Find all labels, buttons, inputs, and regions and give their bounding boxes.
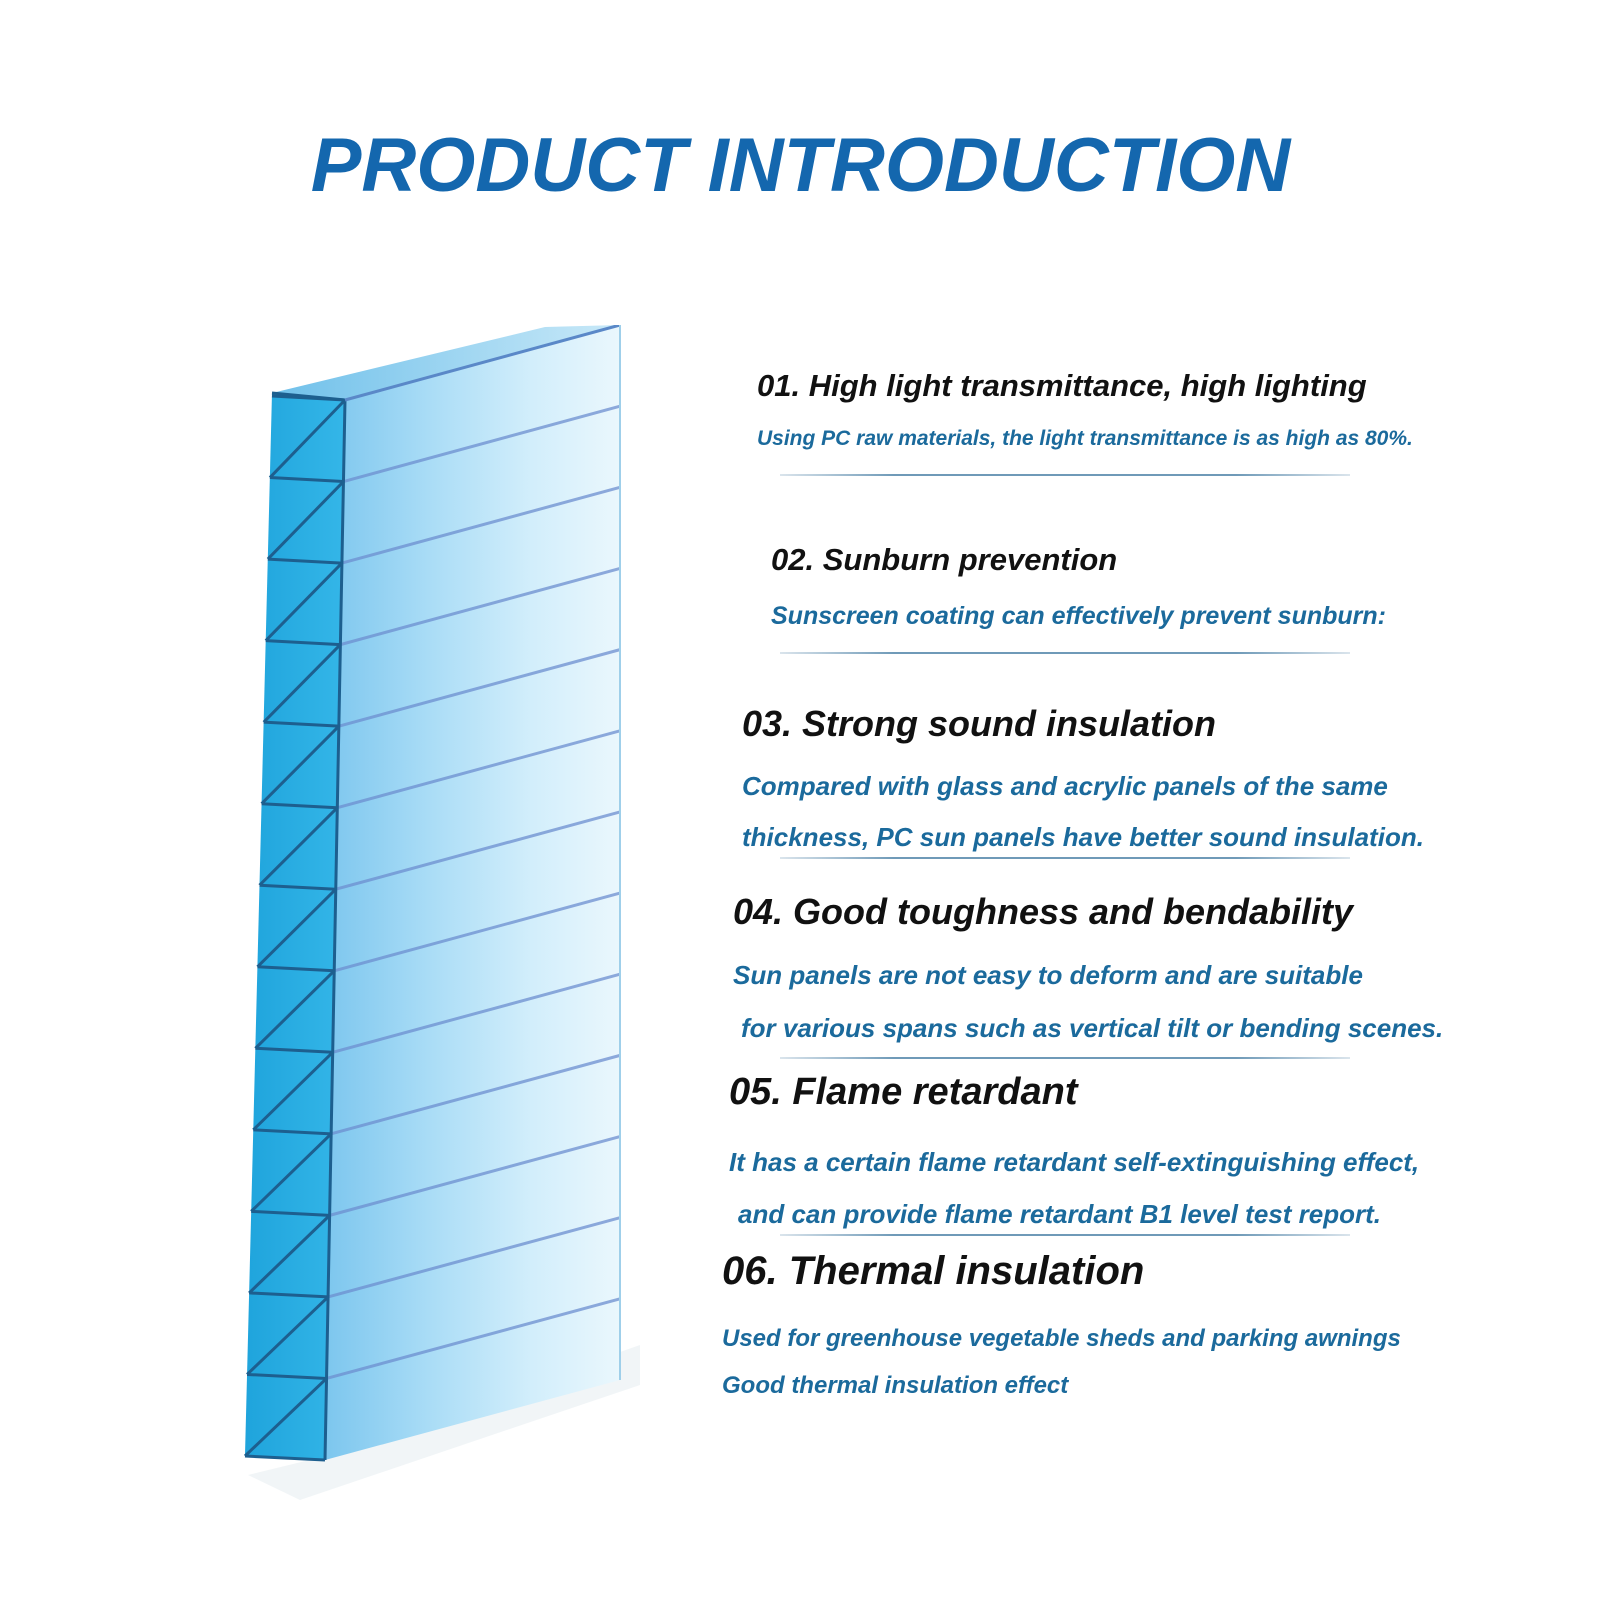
- sheet-cell-diagonal: [262, 643, 342, 724]
- feature-item-3: 03. Strong sound insulation Compared wit…: [742, 703, 1424, 851]
- sheet-cell-wall: [249, 1291, 329, 1299]
- feature-item-4: 04. Good toughness and bendability Sun p…: [733, 891, 1443, 1042]
- page-title: PRODUCT INTRODUCTION: [310, 123, 1291, 208]
- sheet-cell-diagonal: [252, 1051, 334, 1131]
- polycarbonate-sheet-image: [243, 325, 640, 1500]
- feature-description: Sunscreen coating can effectively preven…: [771, 602, 1386, 630]
- sheet-cell-wall: [263, 720, 339, 728]
- sheet-rib-line: [339, 567, 621, 647]
- sheet-cell-diagonal: [264, 562, 343, 642]
- feature-description: Good thermal insulation effect: [722, 1372, 1069, 1399]
- sheet-cell-wall: [261, 802, 338, 810]
- feature-heading: 06. Thermal insulation: [722, 1249, 1145, 1293]
- feature-description: for various spans such as vertical tilt …: [741, 1013, 1444, 1043]
- sheet-rib-line: [326, 1297, 621, 1380]
- sheet-rib-line: [335, 810, 621, 891]
- divider: [780, 652, 1350, 654]
- feature-description: Sun panels are not easy to deform and ar…: [733, 960, 1363, 990]
- sheet-cell-wall: [269, 476, 344, 484]
- feature-item-1: 01. High light transmittance, high light…: [757, 368, 1413, 449]
- sheet-rib-line: [330, 1053, 621, 1136]
- sheet-cell-wall: [267, 557, 343, 565]
- sheet-rib-line: [329, 1135, 621, 1217]
- sheet-cell-diagonal: [268, 398, 347, 479]
- feature-description: thickness, PC sun panels have better sou…: [742, 822, 1424, 852]
- feature-heading: 04. Good toughness and bendability: [733, 891, 1354, 932]
- sheet-cell-wall: [247, 1372, 327, 1380]
- feature-item-6: 06. Thermal insulation Used for greenhou…: [722, 1249, 1401, 1398]
- feature-item-2: 02. Sunburn prevention Sunscreen coating…: [771, 542, 1386, 629]
- feature-heading: 02. Sunburn prevention: [771, 542, 1118, 577]
- sheet-cell-wall: [259, 883, 336, 891]
- sheet-rib-line: [327, 1216, 621, 1299]
- feature-description: Using PC raw materials, the light transm…: [757, 427, 1413, 450]
- sheet-cell-diagonal: [254, 969, 336, 1050]
- feature-description: It has a certain flame retardant self-ex…: [729, 1147, 1420, 1177]
- feature-description: and can provide flame retardant B1 level…: [738, 1199, 1381, 1229]
- divider: [780, 1057, 1350, 1059]
- sheet-cell-diagonal: [256, 888, 337, 968]
- sheet-cell-wall: [253, 1128, 332, 1136]
- sheet-rib-line: [343, 404, 621, 483]
- feature-description: Used for greenhouse vegetable sheds and …: [722, 1325, 1401, 1352]
- sheet-cell-diagonal: [260, 725, 340, 805]
- sheet-cell-diagonal: [248, 1214, 331, 1295]
- divider: [780, 1234, 1350, 1236]
- feature-heading: 03. Strong sound insulation: [742, 703, 1217, 744]
- divider: [780, 857, 1350, 859]
- sheet-cell-wall: [257, 965, 335, 973]
- sheet-rib-line: [341, 485, 621, 565]
- sheet-rib-line: [338, 648, 621, 728]
- feature-heading: 01. High light transmittance, high light…: [757, 368, 1367, 403]
- feature-description: Compared with glass and acrylic panels o…: [742, 771, 1388, 801]
- sheet-cell-wall: [251, 1209, 330, 1217]
- sheet-cell-wall: [255, 1046, 333, 1054]
- sheet-cell-diagonal: [250, 1132, 333, 1213]
- sheet-cell-diagonal: [258, 806, 339, 887]
- sheet-cell-diagonal: [243, 1377, 328, 1458]
- sheet-rib-line: [336, 729, 621, 810]
- feature-item-5: 05. Flame retardant It has a certain fla…: [729, 1071, 1419, 1227]
- sheet-cell-diagonal: [266, 480, 345, 561]
- sheet-cell-wall: [244, 1454, 326, 1462]
- feature-heading: 05. Flame retardant: [729, 1071, 1078, 1113]
- divider: [780, 474, 1350, 476]
- sheet-rib-line: [332, 972, 621, 1054]
- sheet-rib-line: [333, 891, 621, 973]
- sheet-cell-diagonal: [246, 1295, 330, 1376]
- sheet-cell-wall: [265, 639, 341, 647]
